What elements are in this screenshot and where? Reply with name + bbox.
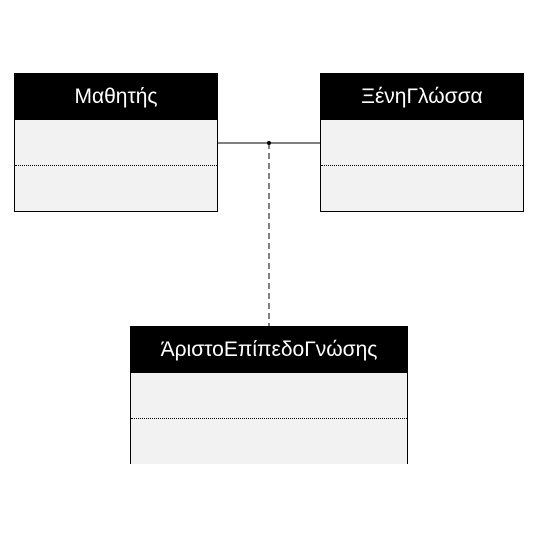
class-box-best-proficiency-level[interactable]: ΆριστοΕπίπεδοΓνώσης xyxy=(130,326,408,464)
association-junction-dot xyxy=(267,141,271,145)
attributes-compartment xyxy=(15,120,217,166)
class-name: ΆριστοΕπίπεδοΓνώσης xyxy=(131,327,407,373)
class-name: Μαθητής xyxy=(15,74,217,120)
class-box-student[interactable]: Μαθητής xyxy=(14,73,218,212)
operations-compartment xyxy=(15,166,217,211)
class-name: ΞένηΓλώσσα xyxy=(321,74,523,120)
attributes-compartment xyxy=(131,373,407,419)
class-box-foreign-language[interactable]: ΞένηΓλώσσα xyxy=(320,73,524,212)
operations-compartment xyxy=(321,166,523,211)
attributes-compartment xyxy=(321,120,523,166)
operations-compartment xyxy=(131,419,407,464)
